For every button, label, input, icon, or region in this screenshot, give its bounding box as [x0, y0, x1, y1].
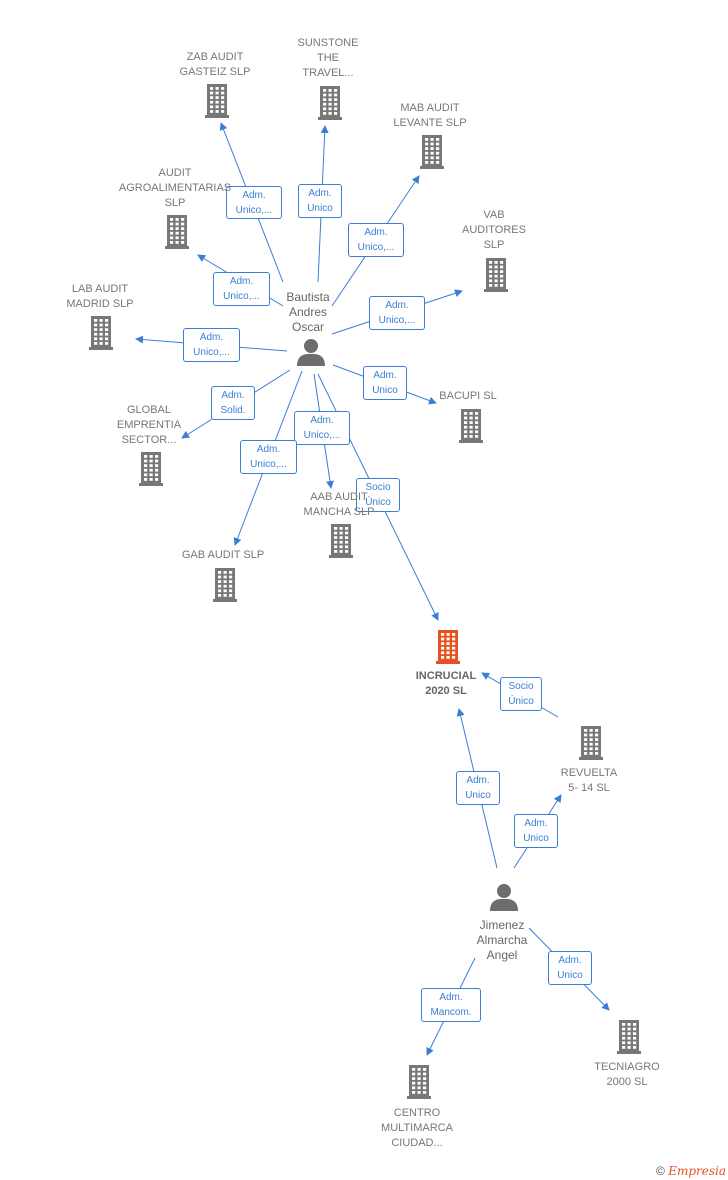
edge-label-bautista-mab[interactable]: Adm. Unico,...	[348, 223, 404, 257]
node-label-agro[interactable]: AUDIT AGROALIMENTARIAS SLP	[118, 167, 232, 209]
node-label-zab[interactable]: ZAB AUDIT GASTEIZ SLP	[179, 51, 251, 78]
edge-label-revuelta-incrucial[interactable]: Socio Único	[500, 677, 542, 711]
edge-label-jimenez-incrucial[interactable]: Adm. Unico	[456, 771, 500, 805]
person-icon[interactable]	[297, 339, 325, 366]
building-icon[interactable]	[213, 568, 237, 602]
node-label-bacupi[interactable]: BACUPI SL	[439, 390, 497, 402]
node-label-sunstone[interactable]: SUNSTONE THE TRAVEL...	[297, 37, 359, 79]
node-label-global[interactable]: GLOBAL EMPRENTIA SECTOR...	[116, 404, 182, 446]
edge-label-bautista-vab[interactable]: Adm. Unico,...	[369, 296, 425, 330]
node-label-incrucial[interactable]: INCRUCIAL 2020 SL	[415, 670, 477, 697]
building-icon[interactable]	[407, 1065, 431, 1099]
building-icon[interactable]	[484, 258, 508, 292]
node-label-centro[interactable]: CENTRO MULTIMARCA CIUDAD...	[381, 1107, 453, 1149]
edge-label-bautista-zab[interactable]: Adm. Unico,...	[226, 186, 282, 219]
footer-credit: © Empresia	[656, 1164, 726, 1178]
edge-label-bautista-global[interactable]: Adm. Solid.	[211, 386, 255, 420]
building-icon[interactable]	[436, 630, 460, 664]
edge-label-jimenez-revuelta[interactable]: Adm. Unico	[514, 814, 558, 848]
edge-label-bautista-gab[interactable]: Adm. Unico,...	[240, 440, 297, 474]
node-label-vab[interactable]: VAB AUDITORES SLP	[462, 209, 526, 251]
building-icon[interactable]	[205, 84, 229, 118]
copyright-symbol: ©	[656, 1164, 665, 1178]
edge-label-jimenez-centro[interactable]: Adm. Mancom.	[421, 988, 481, 1022]
building-icon[interactable]	[459, 409, 483, 443]
node-label-tecniagro[interactable]: TECNIAGRO 2000 SL	[594, 1061, 660, 1088]
edge-label-bautista-incrucial[interactable]: Socio Único	[356, 478, 400, 512]
edge-label-bautista-aab[interactable]: Adm. Unico,...	[294, 411, 350, 445]
node-label-aab[interactable]: AAB AUDIT MANCHA SLP	[303, 491, 375, 518]
building-icon[interactable]	[617, 1020, 641, 1054]
building-icon[interactable]	[89, 316, 113, 350]
node-label-revuelta[interactable]: REVUELTA 5- 14 SL	[560, 767, 618, 794]
node-label-bautista[interactable]: Bautista Andres Oscar	[286, 290, 330, 334]
edge-label-jimenez-tecniagro[interactable]: Adm. Unico	[548, 951, 592, 985]
building-icon[interactable]	[165, 215, 189, 249]
edge-label-bautista-bacupi[interactable]: Adm. Unico	[363, 366, 407, 400]
node-label-lab[interactable]: LAB AUDIT MADRID SLP	[66, 283, 134, 310]
building-icon[interactable]	[318, 86, 342, 120]
brand-logo: Empresia	[668, 1164, 726, 1178]
node-label-gab[interactable]: GAB AUDIT SLP	[181, 549, 265, 561]
edge-label-bautista-lab[interactable]: Adm. Unico,...	[183, 328, 240, 362]
building-icon[interactable]	[579, 726, 603, 760]
person-icon[interactable]	[490, 884, 518, 911]
edge-label-bautista-agro[interactable]: Adm. Unico,...	[213, 272, 270, 306]
edge-label-bautista-sunstone[interactable]: Adm. Unico	[298, 184, 342, 218]
building-icon[interactable]	[139, 452, 163, 486]
building-icon[interactable]	[420, 135, 444, 169]
node-label-mab[interactable]: MAB AUDIT LEVANTE SLP	[393, 102, 467, 129]
building-icon[interactable]	[329, 524, 353, 558]
node-label-jimenez[interactable]: Jimenez Almarcha Angel	[476, 918, 528, 962]
